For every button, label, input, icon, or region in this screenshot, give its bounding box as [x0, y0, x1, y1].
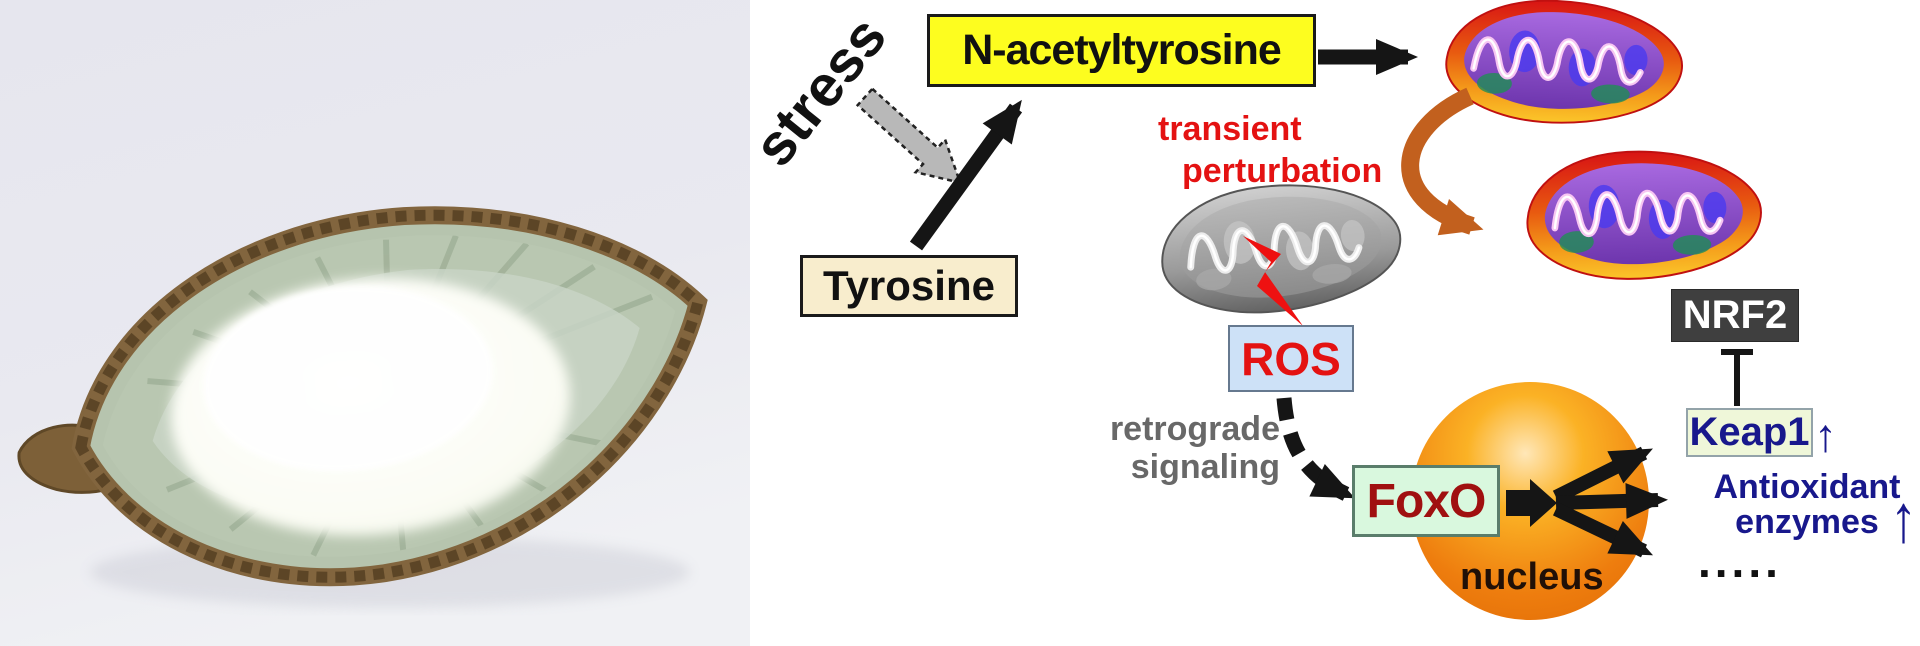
mitochondrion-perturbed-gray: [1154, 172, 1408, 324]
tyrosine-to-nat-arrow-icon: [909, 99, 1023, 251]
antioxidant-up-arrow: ↑: [1890, 481, 1917, 557]
nrf2-keap1-inhibition-icon: [1721, 349, 1753, 406]
retrograde-line2: signaling: [1130, 448, 1280, 486]
mitochondrion-recovered: [1524, 146, 1765, 284]
powder-pile-peak: [203, 286, 493, 472]
nucleus-label: nucleus: [1460, 556, 1604, 598]
leaf-dish: [17, 206, 708, 587]
retrograde-line1: retrograde: [1109, 410, 1280, 448]
keap1-up-arrow: ↑: [1814, 409, 1837, 461]
foxo-box: FoxO: [1352, 465, 1500, 537]
other-targets-dots: .....: [1698, 535, 1782, 587]
antioxidant-enzymes-label: Antioxidant enzymes: [1702, 470, 1912, 540]
ros-box: ROS: [1228, 325, 1354, 392]
transient-perturbation-label-line2: perturbation: [1182, 152, 1383, 190]
transient-perturbation-label-line1: transient: [1158, 110, 1302, 148]
powder-photo: [0, 0, 750, 646]
keap1-box: Keap1: [1686, 408, 1813, 457]
ros-to-foxo-arrow-icon: [1276, 397, 1356, 501]
tyrosine-box: Tyrosine: [800, 255, 1018, 317]
dish-rim-scallops: [75, 209, 704, 583]
mitochondrion-healthy: [1443, 0, 1686, 128]
n-acetyltyrosine-box: N-acetyltyrosine: [927, 14, 1316, 87]
retrograde-signaling-label: retrograde signaling: [1020, 410, 1280, 486]
antioxidant-line1: Antioxidant: [1713, 468, 1901, 506]
antioxidant-line2: enzymes: [1735, 503, 1879, 541]
nrf2-box: NRF2: [1671, 289, 1799, 342]
stress-arrow-icon: [855, 87, 963, 185]
